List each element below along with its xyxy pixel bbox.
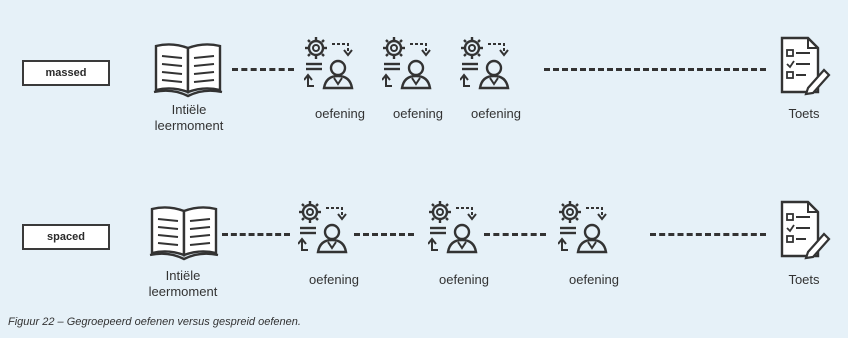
spaced-practice-label-2: oefening — [439, 272, 489, 287]
spaced-practice-label-1: oefening — [309, 272, 359, 287]
massed-initial-label: Intiële leermoment — [134, 102, 244, 134]
person-with-gear-icon — [304, 36, 354, 90]
person-with-gear-icon — [298, 200, 348, 254]
massed-initial-line2: leermoment — [154, 118, 224, 133]
massed-practice-label-3: oefening — [471, 106, 521, 121]
person-with-gear-icon — [460, 36, 510, 90]
person-with-gear-icon — [558, 200, 608, 254]
spaced-connector-4 — [650, 233, 766, 236]
spaced-lane-label: spaced — [22, 224, 110, 250]
person-with-gear-icon — [428, 200, 478, 254]
spaced-connector-3 — [484, 233, 546, 236]
spaced-connector-1 — [222, 233, 290, 236]
massed-initial-line1: Intiële — [171, 102, 207, 117]
massed-practice-label-2: oefening — [393, 106, 443, 121]
massed-practice-label-1: oefening — [315, 106, 365, 121]
massed-connector-1 — [232, 68, 294, 71]
spaced-initial-label: Intiële leermoment — [128, 268, 238, 300]
spaced-practice-label-3: oefening — [569, 272, 619, 287]
spaced-test-label: Toets — [788, 272, 820, 287]
checklist-document-icon — [780, 36, 831, 96]
massed-lane-label: massed — [22, 60, 110, 86]
spaced-initial-line1: Intiële — [165, 268, 201, 283]
massed-test-label: Toets — [788, 106, 820, 121]
figure-caption: Figuur 22 – Gegroepeerd oefenen versus g… — [8, 316, 301, 328]
person-with-gear-icon — [382, 36, 432, 90]
spaced-initial-line2: leermoment — [148, 284, 218, 299]
spaced-connector-2 — [354, 233, 414, 236]
book-icon — [148, 206, 220, 261]
book-icon — [152, 43, 224, 98]
checklist-document-icon — [780, 200, 831, 260]
massed-connector-2 — [544, 68, 766, 71]
